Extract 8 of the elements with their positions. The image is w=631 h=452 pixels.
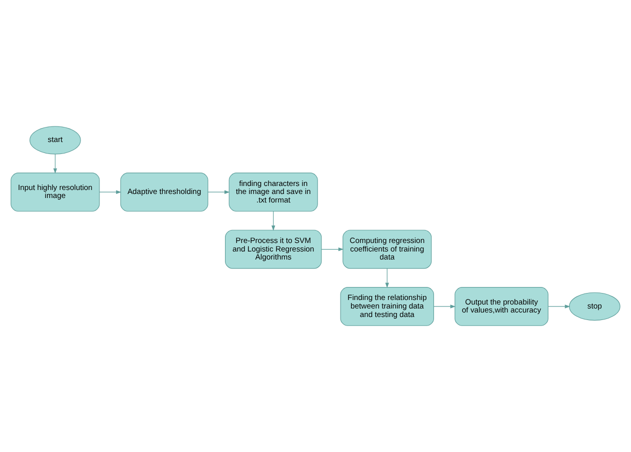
arrow [208, 190, 230, 194]
arrow [548, 304, 570, 308]
arrow [321, 247, 344, 252]
arrow [385, 268, 389, 288]
arrow [99, 190, 122, 194]
arrow [53, 154, 58, 174]
arrow [434, 304, 456, 308]
arrow [271, 211, 276, 231]
